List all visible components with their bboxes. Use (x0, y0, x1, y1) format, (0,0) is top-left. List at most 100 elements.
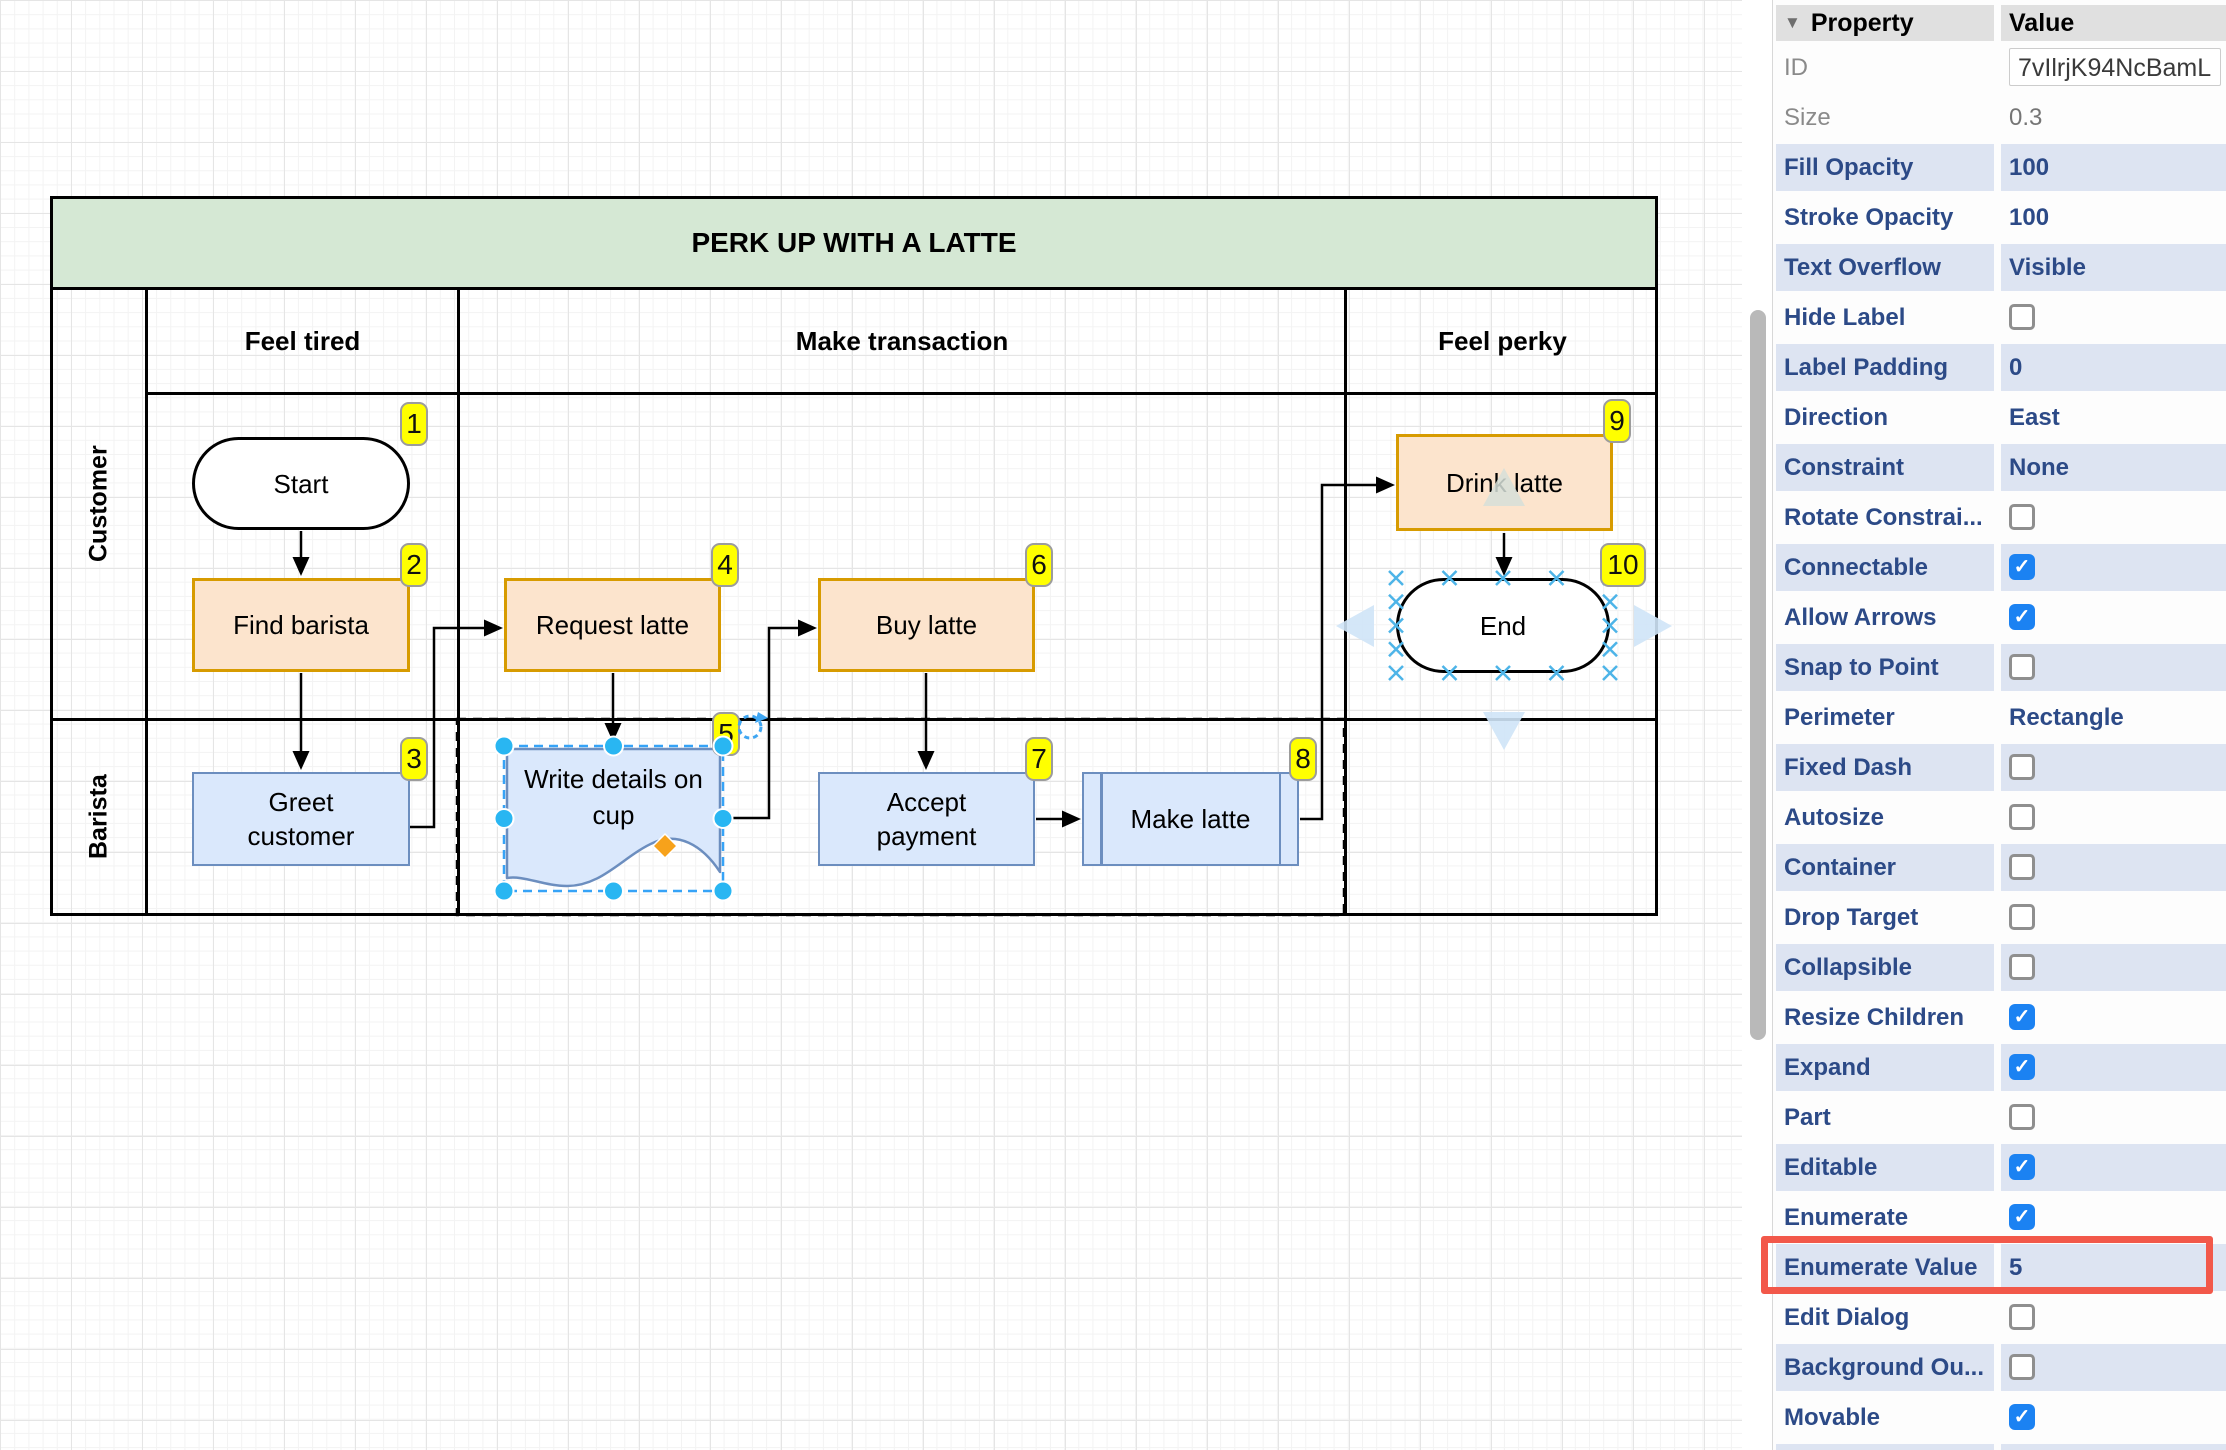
unchecked-checkbox-fixed-dash[interactable] (2009, 754, 2035, 780)
property-value-resize-children: ✓ (2001, 994, 2226, 1041)
lane-label-customer[interactable]: Customer (53, 290, 145, 718)
shape-find-barista[interactable]: Find barista (192, 578, 410, 672)
property-value-enumerate: ✓ (2001, 1194, 2226, 1241)
property-row-text-overflow: Text Overflow (1776, 244, 1994, 291)
collapse-triangle-icon[interactable]: ▼ (1784, 13, 1801, 32)
shape-label: Request latte (535, 610, 690, 640)
lane-divider (53, 718, 1655, 721)
vertical-scrollbar[interactable] (1750, 310, 1766, 1040)
property-label-fixed-dash: Fixed Dash (1784, 754, 1913, 781)
checked-checkbox-resize-children[interactable]: ✓ (2009, 1004, 2035, 1030)
unchecked-checkbox-background-ou[interactable] (2009, 1354, 2035, 1380)
panel-header-property[interactable]: ▼Property (1776, 5, 1994, 41)
checked-checkbox-allow-arrows[interactable]: ✓ (2009, 604, 2035, 630)
shape-buy-latte[interactable]: Buy latte (818, 578, 1035, 672)
panel-header-value-label: Value (2009, 9, 2075, 37)
property-value-label-padding[interactable]: 0 (2001, 344, 2226, 391)
column-header-make-transaction[interactable]: Make transaction (460, 290, 1344, 392)
property-value-enumerate-value[interactable]: 5 (2001, 1244, 2226, 1291)
property-row-fill-opacity: Fill Opacity (1776, 144, 1994, 191)
shape-make-latte[interactable]: Make latte (1082, 772, 1299, 866)
value-text-direction: East (2009, 404, 2060, 431)
unchecked-checkbox-container[interactable] (2009, 854, 2035, 880)
shape-label: Greet customer (247, 787, 355, 851)
shape-start[interactable]: Start (192, 437, 410, 530)
property-value-perimeter[interactable]: Rectangle (2001, 694, 2226, 741)
property-label-autosize: Autosize (1784, 804, 1885, 831)
shape-request-latte[interactable]: Request latte (504, 578, 721, 672)
property-row-constraint: Constraint (1776, 444, 1994, 491)
value-text-constraint: None (2009, 454, 2069, 481)
property-row-snap-to-point: Snap to Point (1776, 644, 1994, 691)
unchecked-checkbox-edit-dialog[interactable] (2009, 1304, 2035, 1330)
property-value-stroke-opacity[interactable]: 100 (2001, 194, 2226, 241)
shape-label: Start (273, 468, 329, 499)
property-label-enumerate-value: Enumerate Value (1784, 1254, 1978, 1281)
lane-label-divider (145, 287, 148, 913)
shape-label: Buy latte (875, 610, 978, 640)
property-value-autosize (2001, 794, 2226, 841)
property-value-text-overflow[interactable]: Visible (2001, 244, 2226, 291)
property-row-autosize: Autosize (1776, 794, 1994, 841)
property-label-background-ou: Background Ou... (1784, 1354, 1985, 1381)
shape-greet-customer[interactable]: Greet customer (192, 772, 410, 866)
property-value-part (2001, 1094, 2226, 1141)
property-row-container: Container (1776, 844, 1994, 891)
value-text-text-overflow: Visible (2009, 254, 2086, 281)
checked-checkbox-expand[interactable]: ✓ (2009, 1054, 2035, 1080)
property-value-connectable: ✓ (2001, 544, 2226, 591)
property-value-direction[interactable]: East (2001, 394, 2226, 441)
enumerate-badge-make-latte: 8 (1289, 737, 1317, 781)
checked-checkbox-editable[interactable]: ✓ (2009, 1154, 2035, 1180)
property-row-enumerate: Enumerate (1776, 1194, 1994, 1241)
shape-end[interactable]: End (1396, 578, 1610, 673)
unchecked-checkbox-rotate-constrai[interactable] (2009, 504, 2035, 530)
property-label-container: Container (1784, 854, 1897, 881)
property-value-size[interactable]: 0.3 (2001, 94, 2226, 141)
checked-checkbox-movable[interactable]: ✓ (2009, 1404, 2035, 1430)
unchecked-checkbox-hide-label[interactable] (2009, 304, 2035, 330)
shape-label: Make latte (1130, 804, 1251, 834)
unchecked-checkbox-collapsible[interactable] (2009, 954, 2035, 980)
property-row-rotate-constrai: Rotate Constrai... (1776, 494, 1994, 541)
checked-checkbox-enumerate[interactable]: ✓ (2009, 1204, 2035, 1230)
unchecked-checkbox-snap-to-point[interactable] (2009, 654, 2035, 680)
partial-row (1776, 1444, 1994, 1450)
column-header-feel-tired[interactable]: Feel tired (148, 290, 457, 392)
property-label-direction: Direction (1784, 404, 1889, 431)
shape-drink-latte[interactable]: Drink latte (1396, 434, 1613, 531)
pool-title[interactable]: PERK UP WITH A LATTE (53, 199, 1655, 290)
property-row-fixed-dash: Fixed Dash (1776, 744, 1994, 791)
column-header-label: Feel perky (1438, 325, 1567, 356)
unchecked-checkbox-autosize[interactable] (2009, 804, 2035, 830)
property-label-allow-arrows: Allow Arrows (1784, 604, 1937, 631)
property-row-size: Size (1776, 94, 1994, 141)
property-label-perimeter: Perimeter (1784, 704, 1895, 731)
shape-accept-payment[interactable]: Accept payment (818, 772, 1035, 866)
swimlane-pool[interactable]: PERK UP WITH A LATTE Feel tired Make tra… (50, 196, 1658, 916)
value-text-enumerate-value: 5 (2009, 1254, 2023, 1281)
property-value-hide-label (2001, 294, 2226, 341)
unchecked-checkbox-part[interactable] (2009, 1104, 2035, 1130)
property-row-allow-arrows: Allow Arrows (1776, 594, 1994, 641)
property-row-label-padding: Label Padding (1776, 344, 1994, 391)
enumerate-value-highlight-rectangle (1761, 1236, 2213, 1294)
property-value-constraint[interactable]: None (2001, 444, 2226, 491)
enumerate-badge-find-barista: 2 (400, 543, 428, 587)
column-header-feel-perky[interactable]: Feel perky (1347, 290, 1658, 392)
property-label-edit-dialog: Edit Dialog (1784, 1304, 1910, 1331)
property-row-edit-dialog: Edit Dialog (1776, 1294, 1994, 1341)
property-row-id: ID (1776, 44, 1994, 91)
enumerate-badge-accept-payment: 7 (1025, 737, 1053, 781)
lane-label-barista[interactable]: Barista (53, 721, 145, 913)
pool-title-label: PERK UP WITH A LATTE (691, 227, 1017, 258)
unchecked-checkbox-drop-target[interactable] (2009, 904, 2035, 930)
enumerate-badge-buy-latte: 6 (1025, 543, 1053, 587)
property-row-editable: Editable (1776, 1144, 1994, 1191)
property-label-size: Size (1784, 104, 1831, 131)
enumerate-badge-start: 1 (400, 402, 428, 446)
shape-write-details-on-cup[interactable]: Write details on cup (505, 747, 722, 890)
property-value-fill-opacity[interactable]: 100 (2001, 144, 2226, 191)
checked-checkbox-connectable[interactable]: ✓ (2009, 554, 2035, 580)
id-value-input[interactable]: 7vIlrjK94NcBamL (2009, 48, 2221, 86)
